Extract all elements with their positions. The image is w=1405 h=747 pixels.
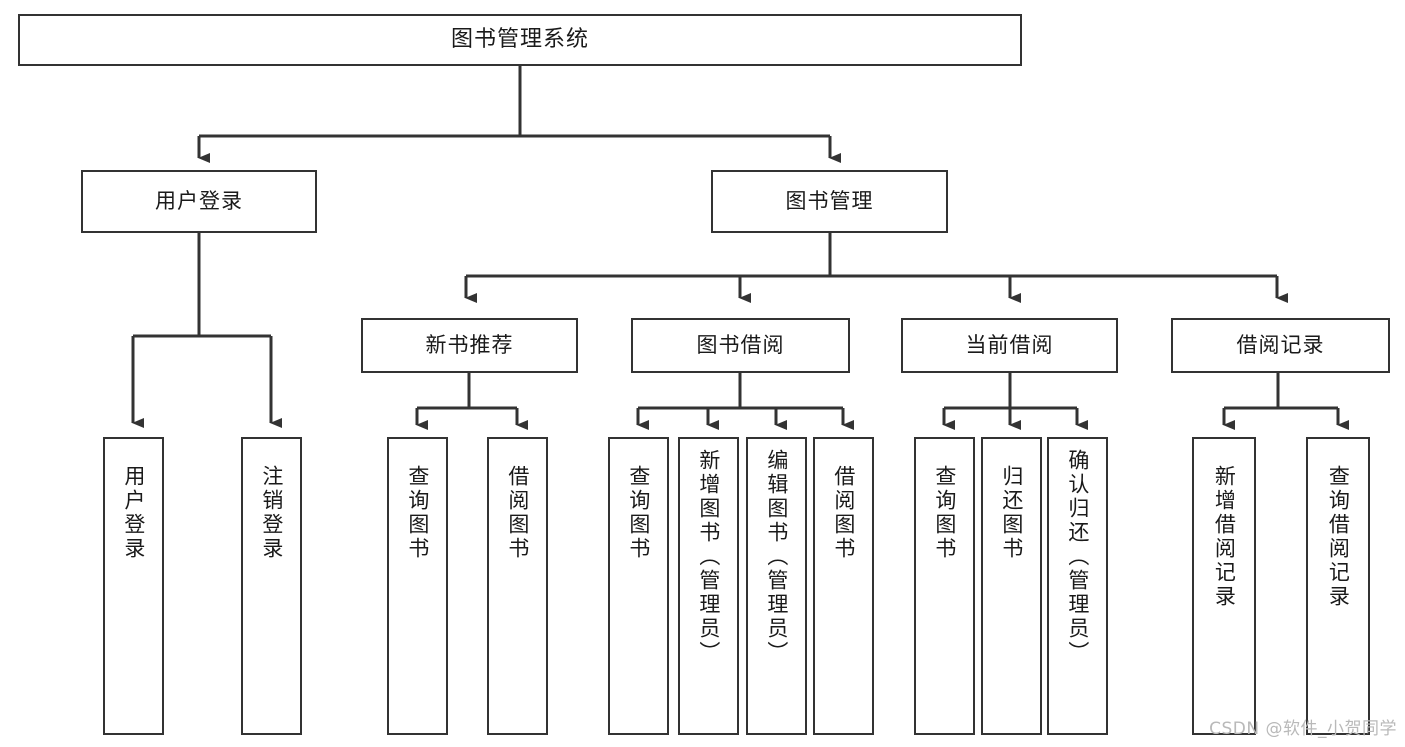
leaf-label: 查询图书	[405, 465, 430, 561]
leaf-label: 归还图书	[999, 465, 1024, 561]
node-book-management[interactable]: 图书管理	[711, 170, 948, 233]
leaf-label: 借阅图书	[831, 465, 856, 561]
leaf-query-book-current[interactable]: 查询图书	[914, 437, 975, 735]
leaf-query-borrow-record[interactable]: 查询借阅记录	[1306, 437, 1370, 735]
leaf-label: 注销登录	[259, 465, 284, 561]
node-user-login[interactable]: 用户登录	[81, 170, 317, 233]
leaf-add-borrow-record[interactable]: 新增借阅记录	[1192, 437, 1256, 735]
leaf-query-book-recommend[interactable]: 查询图书	[387, 437, 448, 735]
leaf-borrow-book-recommend[interactable]: 借阅图书	[487, 437, 548, 735]
leaf-query-book-borrow[interactable]: 查询图书	[608, 437, 669, 735]
node-label: 图书借阅	[696, 332, 785, 357]
leaf-return-book[interactable]: 归还图书	[981, 437, 1042, 735]
leaf-label: 编辑图书（管理员）	[764, 449, 789, 665]
leaf-confirm-return-admin[interactable]: 确认归还（管理员）	[1047, 437, 1108, 735]
watermark-text: CSDN @软件_小贺同学	[1209, 719, 1397, 739]
leaf-user-logout[interactable]: 注销登录	[241, 437, 302, 735]
leaf-add-book-admin[interactable]: 新增图书（管理员）	[678, 437, 739, 735]
node-label: 借阅记录	[1236, 332, 1325, 357]
leaf-label: 借阅图书	[505, 465, 530, 561]
node-borrow-record[interactable]: 借阅记录	[1171, 318, 1390, 373]
node-current-borrow[interactable]: 当前借阅	[901, 318, 1118, 373]
node-label: 图书管理	[785, 188, 874, 213]
leaf-label: 查询图书	[626, 465, 651, 561]
leaf-label: 新增借阅记录	[1212, 465, 1237, 609]
leaf-borrow-book[interactable]: 借阅图书	[813, 437, 874, 735]
node-new-book-recommend[interactable]: 新书推荐	[361, 318, 578, 373]
leaf-label: 查询图书	[932, 465, 957, 561]
leaf-edit-book-admin[interactable]: 编辑图书（管理员）	[746, 437, 807, 735]
leaf-label: 用户登录	[121, 465, 146, 561]
node-book-borrow[interactable]: 图书借阅	[631, 318, 850, 373]
leaf-user-login[interactable]: 用户登录	[103, 437, 164, 735]
leaf-label: 新增图书（管理员）	[696, 449, 721, 665]
node-label: 图书管理系统	[450, 26, 589, 52]
node-label: 用户登录	[155, 188, 243, 213]
node-root-system[interactable]: 图书管理系统	[18, 14, 1022, 66]
node-label: 新书推荐	[425, 332, 514, 357]
leaf-label: 查询借阅记录	[1326, 465, 1351, 609]
leaf-label: 确认归还（管理员）	[1065, 449, 1090, 665]
node-label: 当前借阅	[965, 332, 1054, 357]
